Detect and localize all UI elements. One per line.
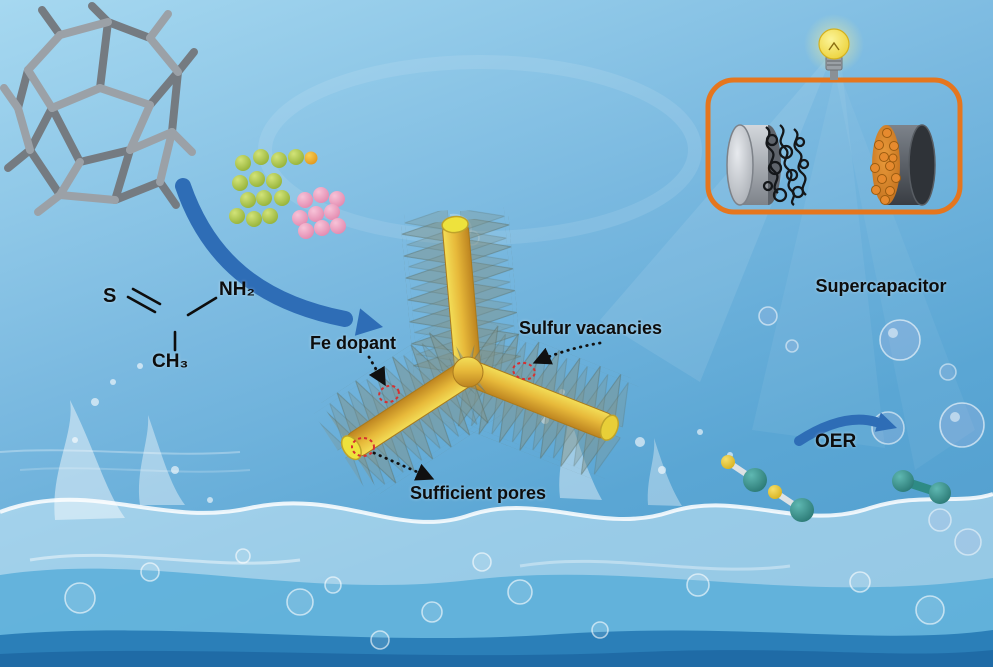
nanostructure-icon [313,207,639,495]
methyl-group-label: CH₃ [152,351,189,372]
water-molecule-icon [768,485,814,522]
sulfur-vacancy-pointer [532,341,602,365]
sulfur-vacancy-marker [512,361,536,381]
graphene-mesh-icon [762,124,810,206]
floating-bubbles [758,306,985,556]
oer-label: OER [815,431,857,452]
sufficient-pores-label: Sufficient pores [410,483,547,503]
left-electrode [726,124,810,206]
amine-group-label: NH₂ [219,279,255,300]
thioacetamide-structure-icon [126,287,218,352]
light-bulb-icon [804,14,864,80]
framework-icon [0,2,198,216]
fe-dopant-marker [378,384,400,404]
nanorod-hub [452,356,484,388]
light-rays [600,48,975,470]
bubbles [64,548,945,650]
oxide-particles-icon [870,128,901,205]
reaction-arrow-icon [175,178,383,336]
sulfur-vacancies-label: Sulfur vacancies [519,318,663,338]
oer-section [721,412,951,522]
fe-dopant-label: Fe dopant [310,333,396,353]
precursor-dots-icon [229,149,346,239]
supercapacitor-circuit [705,14,963,215]
oer-arrow-icon [794,412,897,446]
fe-dopant-pointer [367,355,386,387]
orange-dot [304,151,318,165]
oxygen-molecule-icon [892,470,951,504]
right-electrode [870,124,936,206]
supercapacitor-label: Supercapacitor [815,276,947,296]
pores-pointer [372,451,435,481]
pores-marker [351,437,375,457]
water-molecule-icon [721,455,767,492]
annotation-markers [351,341,602,481]
sulfur-atom-label: S [103,285,117,307]
water-splash [0,400,993,667]
